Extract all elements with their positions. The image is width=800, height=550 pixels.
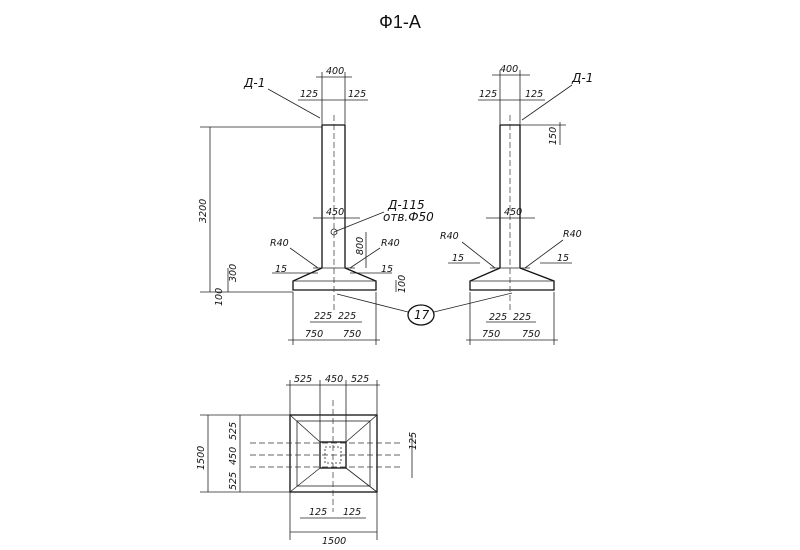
front-mark: Д-1 xyxy=(243,76,265,90)
plan-bottom-right: 125 xyxy=(343,507,361,518)
side-bottom-left: 225 xyxy=(489,312,507,323)
front-left-h1: 300 xyxy=(228,264,239,282)
front-base-right: 750 xyxy=(343,329,361,340)
front-fillet-left: R40 xyxy=(270,238,289,249)
front-hole xyxy=(330,228,338,236)
plan-left-top: 525 xyxy=(228,422,239,440)
side-step-left: 15 xyxy=(452,253,464,264)
front-right-h: 100 xyxy=(397,275,408,293)
front-hole-leader xyxy=(333,211,385,233)
front-mark-leader xyxy=(267,88,321,119)
side-base-outline xyxy=(469,267,555,291)
side-fillet-left-leader xyxy=(461,241,496,269)
front-hole-note: отв.Ф50 xyxy=(383,210,434,224)
front-top-width: 400 xyxy=(326,66,344,77)
side-neck-width: 450 xyxy=(504,207,522,218)
callout-circle xyxy=(407,304,435,326)
front-neck-width: 450 xyxy=(326,207,344,218)
side-top-right: 125 xyxy=(525,89,543,100)
front-hole-mark: Д-115 xyxy=(387,198,425,212)
plan-inner xyxy=(296,420,371,487)
side-step-right: 15 xyxy=(557,253,569,264)
plan-bottom-left: 125 xyxy=(309,507,327,518)
plan-top-mid: 450 xyxy=(325,374,343,385)
front-column-outline xyxy=(321,124,346,268)
callout-17: 17 xyxy=(336,292,513,326)
plan-left-bottom: 525 xyxy=(228,472,239,490)
front-base-outline xyxy=(292,267,377,291)
front-fillet-right: R40 xyxy=(381,238,400,249)
front-step-right: 15 xyxy=(381,264,393,275)
front-step-left: 15 xyxy=(275,264,287,275)
side-top-depth: 150 xyxy=(548,127,559,145)
front-fillet-left-leader xyxy=(289,247,319,269)
side-top-left: 125 xyxy=(479,89,497,100)
front-fillet-right-leader xyxy=(349,247,381,269)
plan-top-left: 525 xyxy=(294,374,312,385)
front-base-h: 100 xyxy=(214,288,225,306)
front-top-left: 125 xyxy=(300,89,318,100)
plan-left-mid: 450 xyxy=(228,447,239,465)
side-top-width: 400 xyxy=(500,64,518,75)
plan-outer xyxy=(289,414,378,493)
callout-leader-right xyxy=(433,292,513,313)
side-base-left: 750 xyxy=(482,329,500,340)
plan-bottom-total: 1500 xyxy=(322,536,346,547)
front-bottom-right: 225 xyxy=(338,311,356,322)
front-height: 3200 xyxy=(198,199,209,223)
side-fillet-right: R40 xyxy=(563,229,582,240)
front-base-left: 750 xyxy=(305,329,323,340)
front-view: 400 125 125 Д-1 3200 450 Д-115 отв.Ф50 R… xyxy=(198,66,434,345)
plan-right-small: 125 xyxy=(408,432,419,450)
plan-left-total: 1500 xyxy=(196,446,207,470)
side-fillet-left: R40 xyxy=(440,231,459,242)
front-top-right: 125 xyxy=(348,89,366,100)
front-bottom-left: 225 xyxy=(314,311,332,322)
side-mark: Д-1 xyxy=(571,71,593,85)
plan-diagonals xyxy=(289,414,378,493)
plan-view: 525 450 525 525 450 525 1500 125 125 125… xyxy=(196,374,419,547)
plan-top-right: 525 xyxy=(351,374,369,385)
side-mark-leader xyxy=(521,84,573,121)
callout-leader-left xyxy=(336,293,409,313)
side-base-right: 750 xyxy=(522,329,540,340)
front-neck-height: 800 xyxy=(355,237,366,255)
side-fillet-right-leader xyxy=(524,239,564,269)
side-view: 400 125 125 Д-1 150 450 R40 R40 15 15 22… xyxy=(440,64,593,345)
side-bottom-right: 225 xyxy=(513,312,531,323)
callout-label: 17 xyxy=(414,308,430,322)
page-title: Ф1-А xyxy=(379,12,421,32)
